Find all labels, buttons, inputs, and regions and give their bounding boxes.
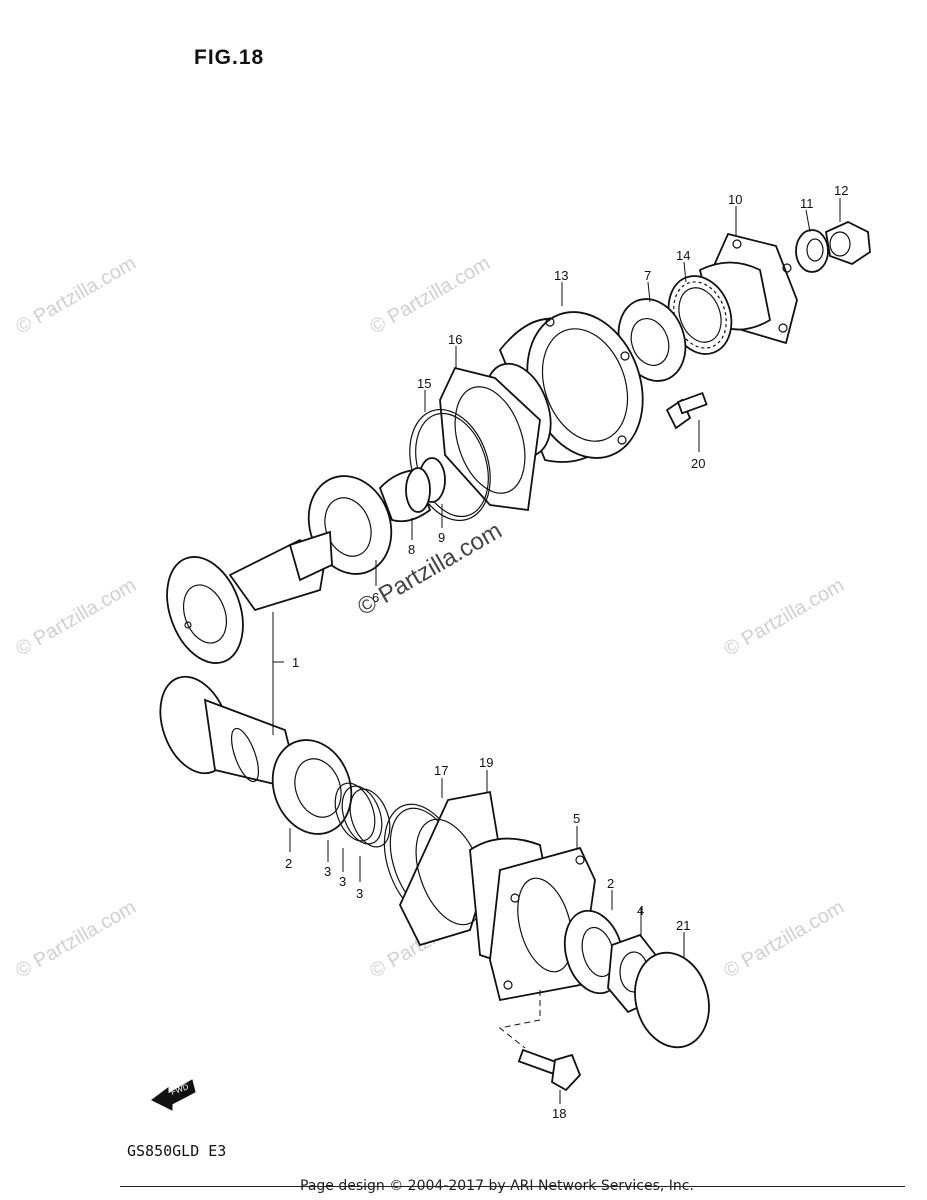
callout-13: 13 — [554, 268, 568, 283]
callout-20: 20 — [691, 456, 705, 471]
part-2-bearing — [271, 739, 353, 835]
part-18-bolt — [517, 1048, 582, 1092]
callout-labels: 12 11 10 14 7 13 16 15 20 9 8 6 1 2 3 3 … — [285, 183, 848, 1121]
callout-4: 4 — [637, 903, 644, 918]
callout-3: 3 — [339, 874, 346, 889]
callout-5: 5 — [573, 811, 580, 826]
callout-11: 11 — [800, 196, 814, 211]
callout-3: 3 — [356, 886, 363, 901]
part-3-shims — [334, 782, 391, 848]
callout-18: 18 — [552, 1106, 566, 1121]
callout-8: 8 — [408, 542, 415, 557]
callout-21: 21 — [676, 918, 690, 933]
callout-16: 16 — [448, 332, 462, 347]
footer-divider — [120, 1186, 905, 1187]
model-code: GS850GLD E3 — [127, 1142, 227, 1160]
callout-2: 2 — [607, 876, 614, 891]
callout-10: 10 — [728, 192, 742, 207]
callout-14: 14 — [676, 248, 690, 263]
part-8-spacer — [378, 467, 432, 523]
callout-17: 17 — [434, 763, 448, 778]
footer-copyright: Page design © 2004-2017 by ARI Network S… — [300, 1178, 694, 1194]
callout-1: 1 — [292, 655, 299, 670]
part-19-gasket — [399, 790, 499, 947]
figure-title: FIG.18 — [194, 46, 265, 69]
fwd-direction-arrow: FWD — [151, 1079, 196, 1111]
callout-9: 9 — [438, 530, 445, 545]
part-12-nut — [824, 221, 871, 266]
leader-lines — [272, 198, 841, 1104]
part-21-cap — [634, 951, 710, 1049]
callout-7: 7 — [644, 268, 651, 283]
callout-19: 19 — [479, 755, 493, 770]
part-11-washer — [795, 229, 829, 273]
callout-6: 6 — [372, 590, 379, 605]
callout-15: 15 — [417, 376, 431, 391]
part-20-bolt — [665, 391, 708, 430]
callout-12: 12 — [834, 183, 848, 198]
part-1-drive-pinion — [166, 530, 333, 664]
callout-3: 3 — [324, 864, 331, 879]
part-13-housing — [484, 311, 644, 463]
callout-2: 2 — [285, 856, 292, 871]
